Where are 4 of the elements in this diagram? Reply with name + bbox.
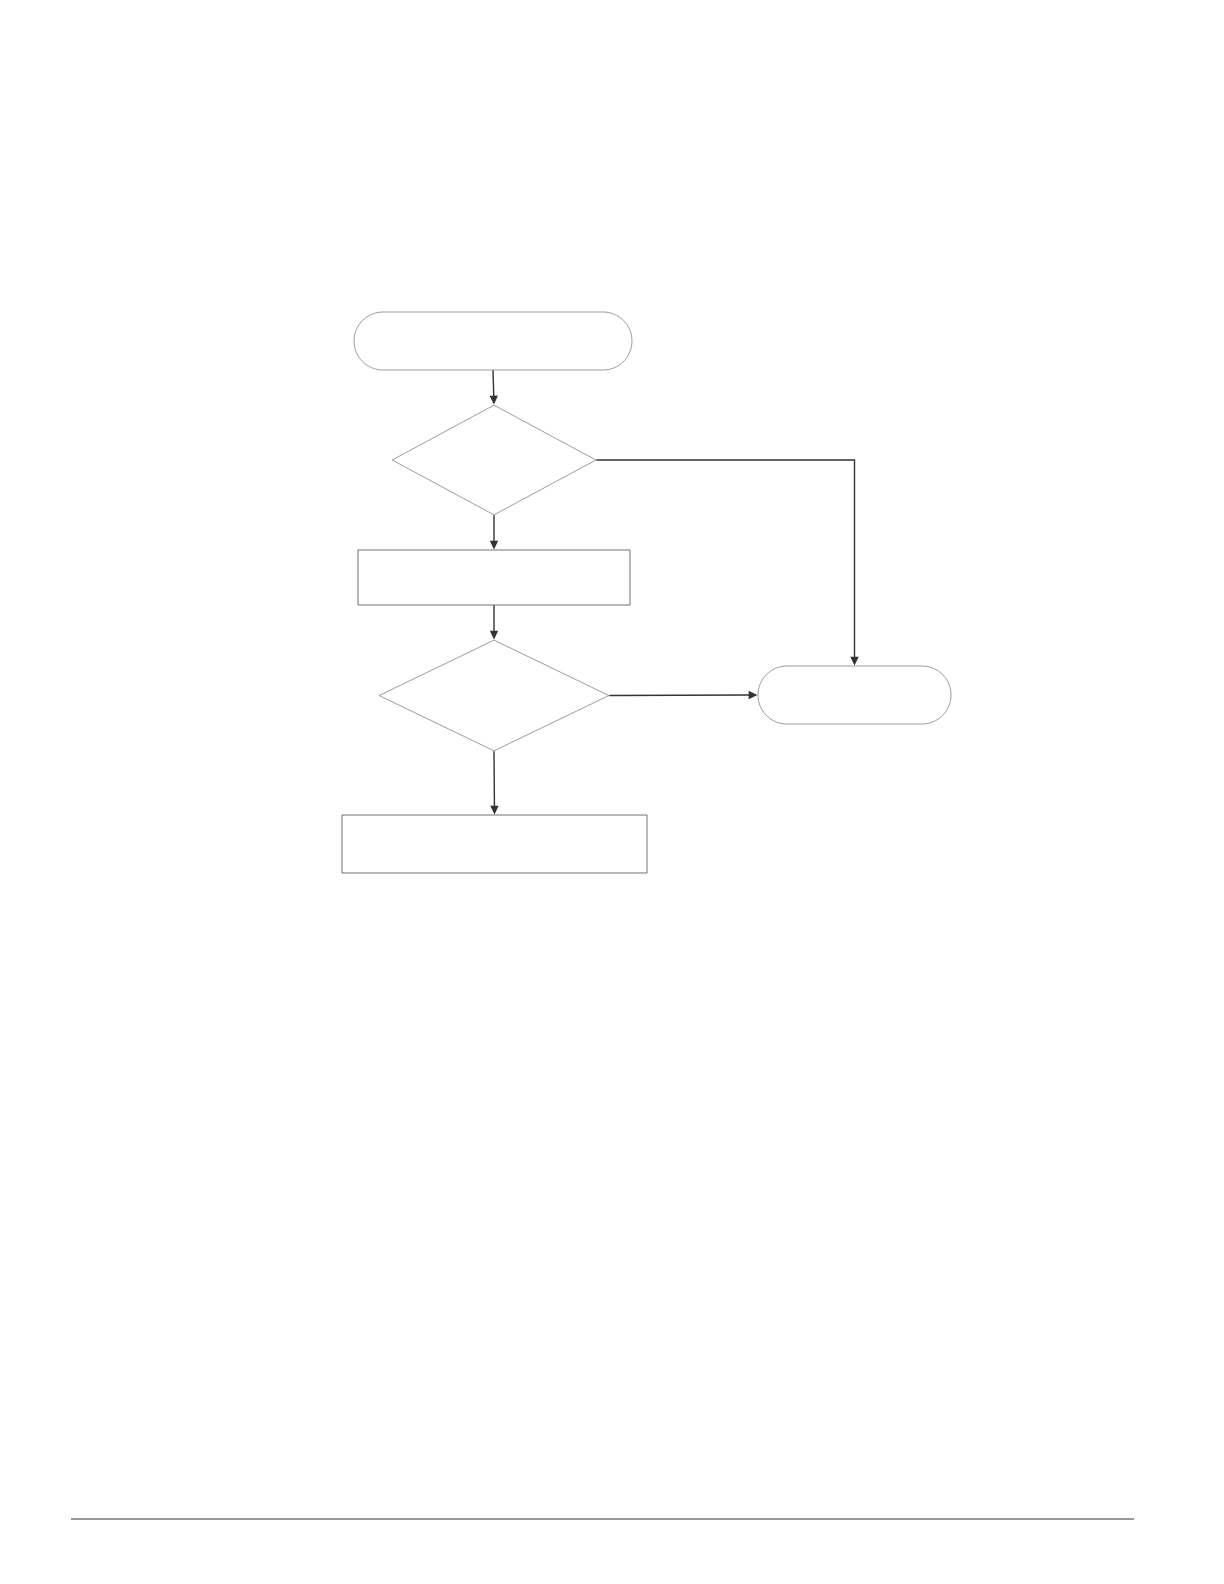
- decision-diamond: [391, 404, 597, 516]
- process-box: [341, 814, 648, 874]
- decision-diamond: [378, 639, 610, 752]
- process-box: [357, 549, 631, 606]
